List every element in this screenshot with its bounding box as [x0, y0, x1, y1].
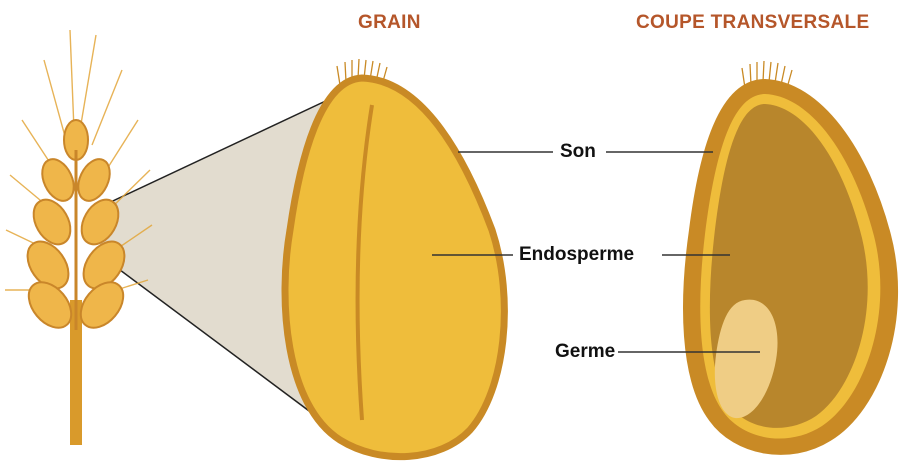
- whole-grain: [285, 59, 504, 457]
- bran-label: Son: [560, 141, 596, 163]
- germ-label: Germe: [555, 341, 615, 363]
- grain-heading: GRAIN: [358, 12, 421, 34]
- cross-section-heading: COUPE TRANSVERSALE: [636, 12, 869, 34]
- endosperm-label: Endosperme: [519, 244, 634, 266]
- grain-cross-section: [684, 61, 897, 454]
